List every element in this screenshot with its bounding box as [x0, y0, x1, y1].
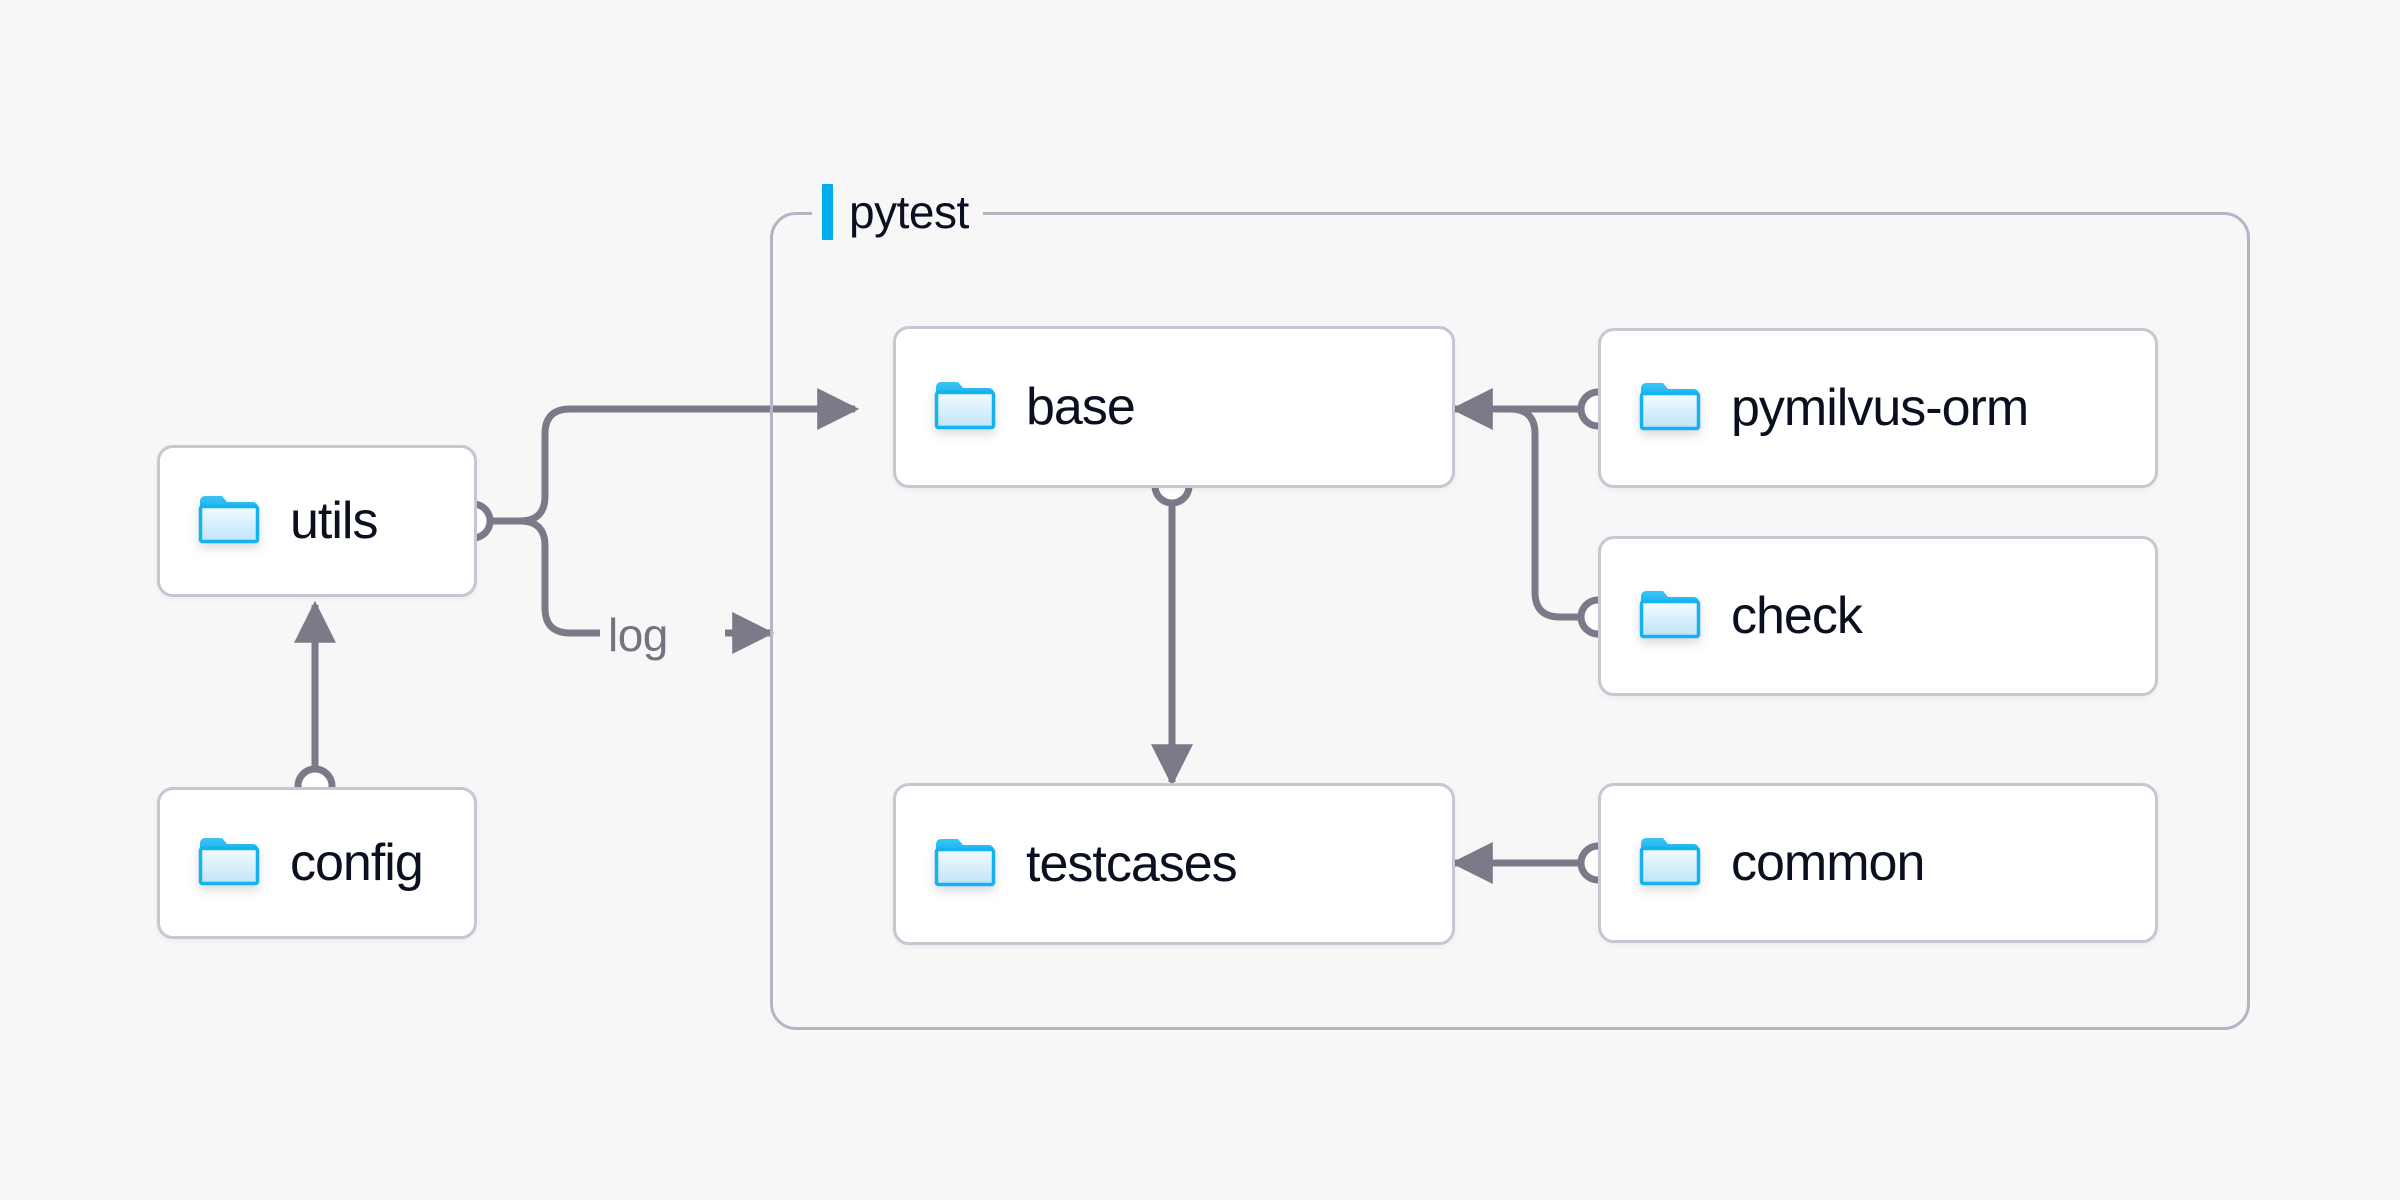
- folder-icon: [198, 836, 260, 891]
- group-pytest[interactable]: [770, 212, 2250, 1030]
- folder-icon: [1639, 381, 1701, 436]
- node-pymilvus-orm-label: pymilvus-orm: [1731, 379, 2029, 437]
- node-base[interactable]: base: [893, 326, 1455, 488]
- accent-bar-icon: [822, 184, 833, 240]
- node-config[interactable]: config: [157, 787, 477, 939]
- node-testcases-label: testcases: [1026, 835, 1238, 893]
- edge-label-log: log: [608, 609, 668, 661]
- folder-icon: [198, 494, 260, 549]
- node-common[interactable]: common: [1598, 783, 2158, 943]
- folder-icon: [1639, 836, 1701, 891]
- node-base-label: base: [1026, 378, 1136, 436]
- node-check[interactable]: check: [1598, 536, 2158, 696]
- group-pytest-label: pytest: [812, 180, 983, 244]
- folder-icon: [934, 837, 996, 892]
- node-check-label: check: [1731, 587, 1863, 645]
- node-config-label: config: [290, 834, 424, 892]
- edge-config-to-utils: [294, 600, 336, 807]
- folder-icon: [1639, 589, 1701, 644]
- node-utils-label: utils: [290, 492, 378, 550]
- node-pymilvus-orm[interactable]: pymilvus-orm: [1598, 328, 2158, 488]
- folder-icon: [934, 380, 996, 435]
- node-utils[interactable]: utils: [157, 445, 477, 597]
- node-testcases[interactable]: testcases: [893, 783, 1455, 945]
- node-common-label: common: [1731, 834, 1925, 892]
- group-pytest-title: pytest: [849, 186, 969, 238]
